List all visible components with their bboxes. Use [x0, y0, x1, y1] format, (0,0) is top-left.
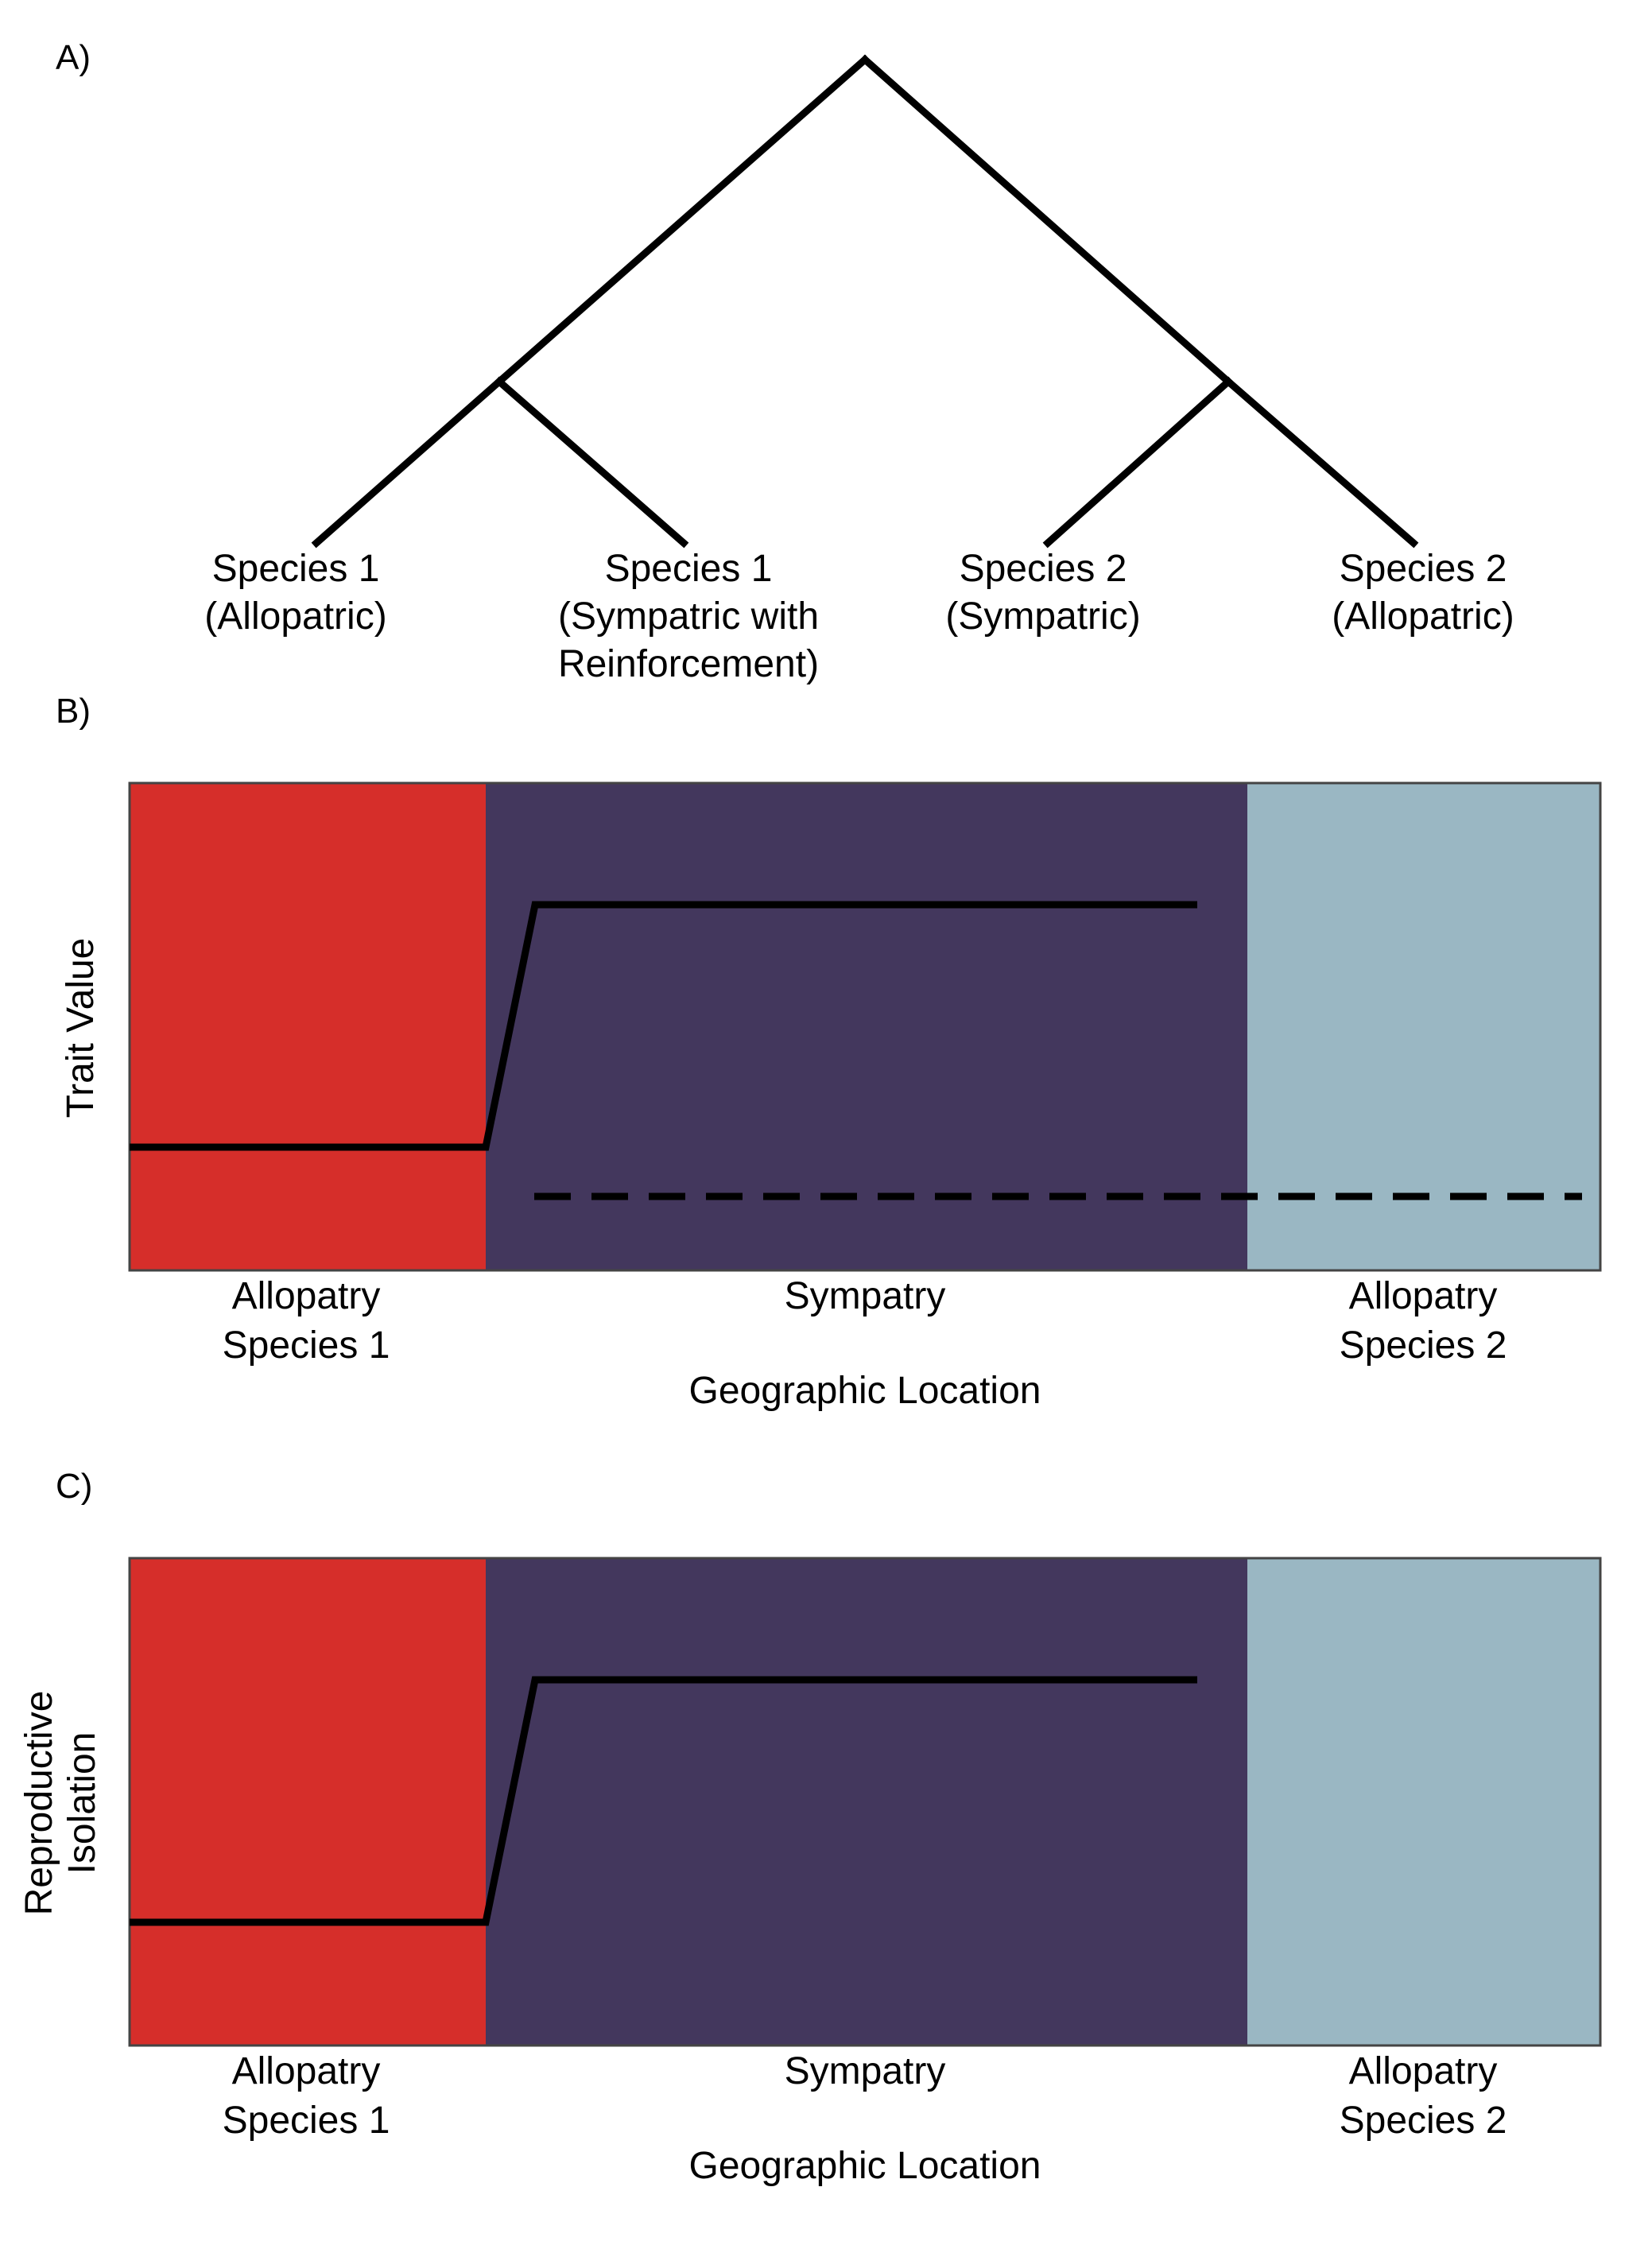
isolation-line: [130, 1676, 1197, 1926]
tree-branch-root-left: [494, 54, 871, 387]
zone-b-allopatry-species2: [1247, 783, 1600, 1270]
panel-a-label: A): [56, 38, 91, 77]
tree-tip-label-species2-sympatric: Species 2 (Sympatric): [945, 548, 1141, 638]
panel-c-zone-label-sympatry: Sympatry: [784, 2050, 946, 2092]
zone-c-allopatry-species1: [130, 1558, 486, 2045]
zone-b-allopatry-species1: [130, 783, 486, 1270]
tree-branch-species1-allopatric: [311, 376, 505, 549]
tree-tip-label-species2-allopatric: Species 2 (Allopatric): [1332, 548, 1514, 638]
plot-frame-b: [128, 781, 1602, 1272]
tree-branch-species1-sympatric: [494, 376, 689, 549]
panel-c-xlabel: Geographic Location: [688, 2145, 1041, 2187]
panel-b-plot: [128, 781, 1602, 1272]
panel-c-plot: [128, 1557, 1602, 2047]
panel-c-zone-label-allopatry-species2: Allopatry Species 2: [1339, 2050, 1507, 2142]
panel-b-zone-label-sympatry: Sympatry: [784, 1275, 946, 1317]
panel-c-zone-label-allopatry-species1: Allopatry Species 1: [222, 2050, 390, 2142]
tree-tip-label-species1-allopatric: Species 1 (Allopatric): [204, 548, 387, 638]
panel-b-zone-label-allopatry-species2: Allopatry Species 2: [1339, 1275, 1507, 1367]
zone-b-sympatry: [486, 783, 1247, 1270]
tree-branch-root-right: [859, 54, 1234, 387]
panel-b-ylabel: Trait Value: [60, 937, 102, 1119]
panel-c-ylabel: Reproductive Isolation: [18, 1690, 103, 1916]
trait-line-species1: [130, 901, 1197, 1151]
panel-c-label: C): [56, 1467, 93, 1506]
zone-c-sympatry: [486, 1558, 1247, 2045]
tree-branch-species2-sympatric: [1042, 376, 1234, 549]
plot-frame-c: [128, 1557, 1602, 2047]
panel-b-zone-label-allopatry-species1: Allopatry Species 1: [222, 1275, 390, 1367]
zone-c-allopatry-species2: [1247, 1558, 1600, 2045]
tree-branch-species2-allopatric: [1223, 376, 1419, 549]
tree-tip-label-species1-sympatric: Species 1 (Sympatric with Reinforcement): [557, 548, 820, 685]
panel-b-label: B): [56, 692, 91, 731]
phylogeny-tree: [311, 54, 1419, 549]
panel-b-xlabel: Geographic Location: [688, 1370, 1041, 1412]
